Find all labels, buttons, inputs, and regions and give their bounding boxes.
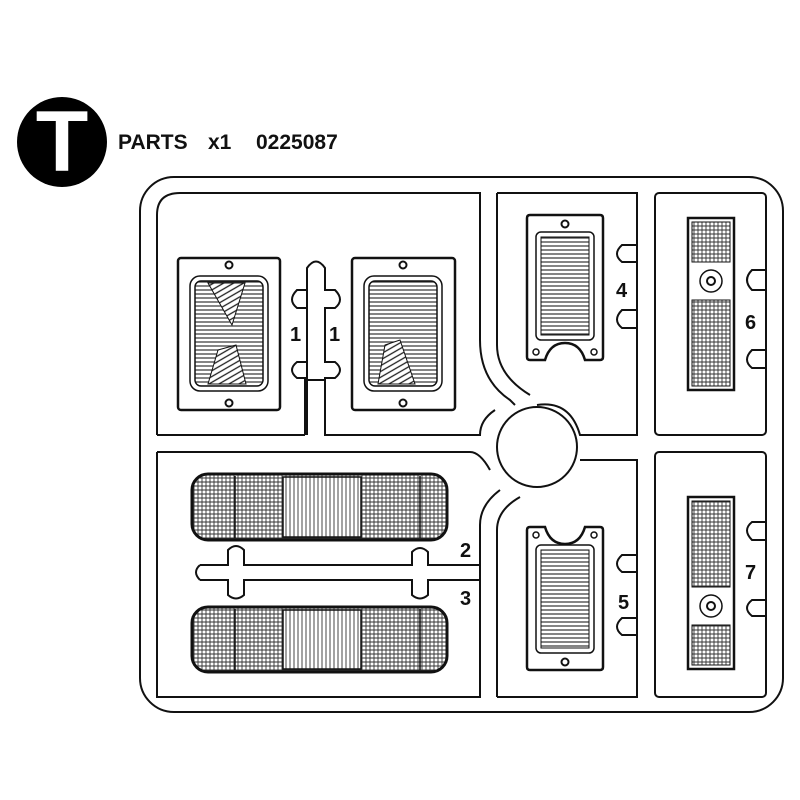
part-3: [190, 605, 449, 674]
part-label-5: 5: [618, 592, 629, 614]
part-label-2: 2: [460, 540, 471, 562]
part-6: [686, 216, 736, 392]
part-7: [686, 495, 736, 671]
part-5: [525, 525, 605, 672]
part-label-3: 3: [460, 588, 471, 610]
part-label-6: 6: [745, 312, 756, 334]
sprue-letter: T: [35, 94, 89, 190]
part-label-1-right: 1: [329, 324, 340, 346]
part-label-1-left: 1: [290, 324, 301, 346]
parts-quantity: x1: [208, 131, 232, 154]
part-label-4: 4: [616, 280, 628, 302]
part-2: [190, 472, 449, 542]
sprue-letter-badge: T: [17, 97, 107, 187]
part-1-left: [176, 256, 282, 412]
part-4: [525, 213, 605, 362]
sprue-frame: [139, 176, 784, 713]
part-label-7: 7: [745, 562, 756, 584]
part-number: 0225087: [256, 131, 338, 154]
part-1-right: [350, 256, 457, 412]
parts-label: PARTS: [118, 131, 188, 154]
